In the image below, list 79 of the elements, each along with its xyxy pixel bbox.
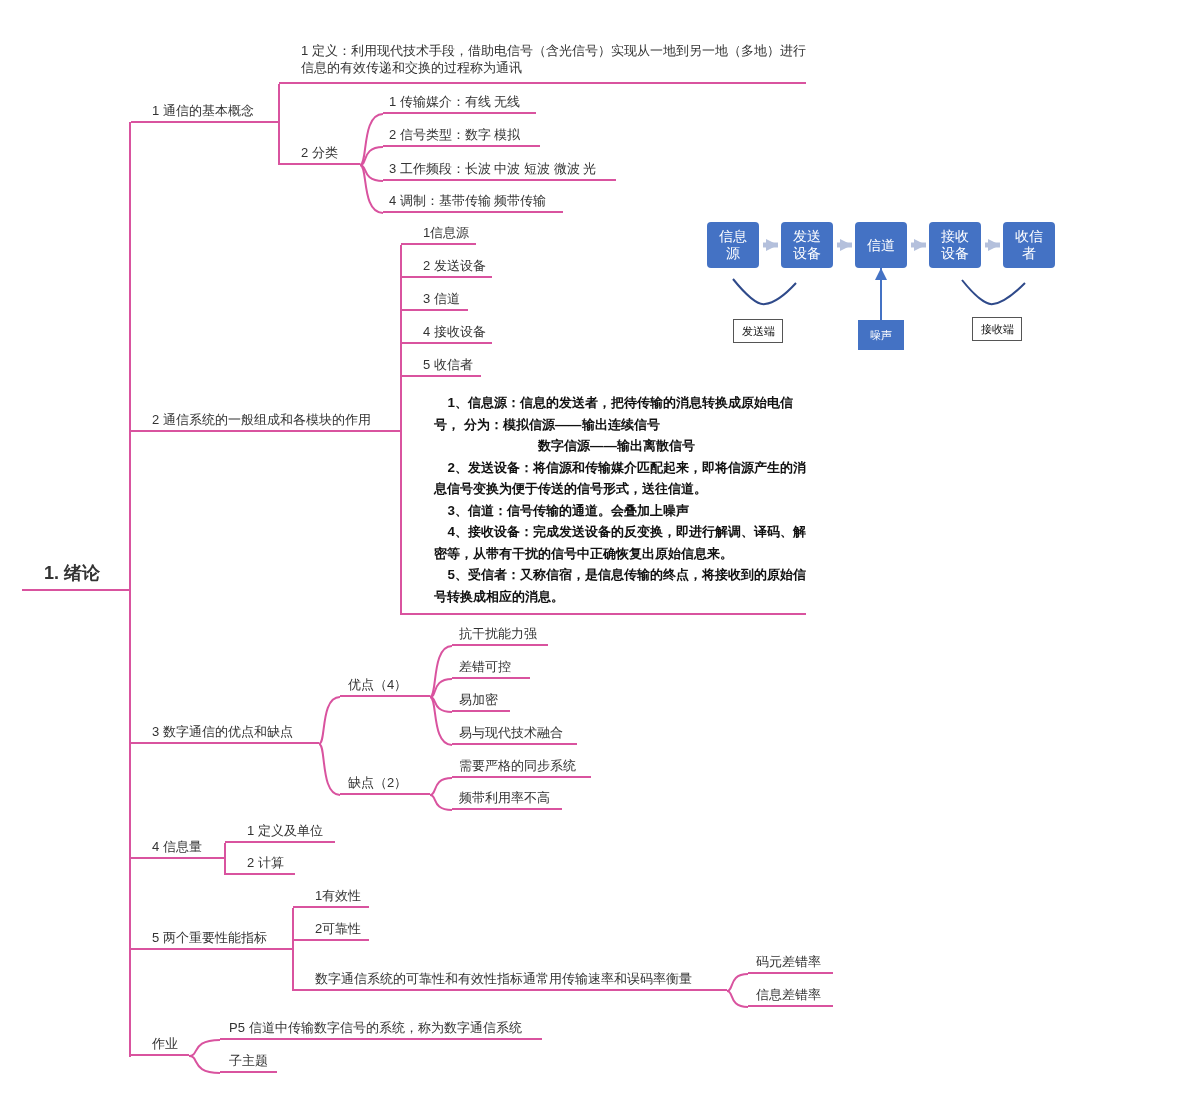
topic-label: 4 调制：基带传输 频带传输 bbox=[383, 191, 563, 213]
branch-line bbox=[429, 777, 453, 796]
arrow bbox=[911, 239, 926, 251]
branch-line bbox=[224, 842, 226, 860]
branch-line bbox=[429, 696, 453, 746]
branch-line bbox=[726, 990, 749, 1008]
branch-line bbox=[129, 590, 132, 1057]
topic-label: 优点（4） bbox=[340, 675, 430, 697]
branch-line bbox=[188, 1039, 221, 1057]
topic-label: 3 工作频段：长波 中波 短波 微波 光 bbox=[383, 159, 616, 181]
branch-line bbox=[359, 113, 384, 166]
topic-label: 频带利用率不高 bbox=[452, 788, 562, 810]
branch-line bbox=[318, 743, 341, 796]
branch-line bbox=[292, 949, 294, 992]
topic-label: 3 数字通信的优点和缺点 bbox=[131, 722, 319, 744]
caption-box: 接收端 bbox=[972, 317, 1022, 341]
topic-label: 3 信道 bbox=[401, 289, 468, 311]
topic-label: 易加密 bbox=[452, 690, 510, 712]
process-box: 收信者 bbox=[1003, 222, 1055, 268]
paragraph: 4、接收设备：完成发送设备的反变换，即进行解调、译码、解密等，从带有干扰的信号中正确恢复出原始信息来。 bbox=[434, 523, 806, 563]
process-box: 发送设备 bbox=[781, 222, 833, 268]
process-box: 信息源 bbox=[707, 222, 759, 268]
paragraph: 3、信道：信号传输的通道。会叠加上噪声 bbox=[446, 501, 690, 520]
branch-line bbox=[224, 858, 226, 876]
branch-line bbox=[429, 696, 453, 713]
branch-line bbox=[429, 678, 453, 698]
arrow bbox=[837, 239, 852, 251]
topic-label: 1 定义及单位 bbox=[225, 821, 335, 843]
topic-label: 2 通信系统的一般组成和各模块的作用 bbox=[131, 410, 401, 432]
topic-label: 1有效性 bbox=[293, 886, 369, 908]
topic-label: 2 分类 bbox=[279, 143, 360, 165]
paragraph: 2、发送设备：将信源和传输媒介匹配起来，即将信源产生的消息信号变换为便于传送的信号形式，送往信道。 bbox=[434, 458, 806, 498]
topic-label: 易与现代技术融合 bbox=[452, 723, 577, 745]
branch-line bbox=[359, 146, 384, 166]
caption-box: 发送端 bbox=[733, 319, 783, 343]
topic-label: 信息差错率 bbox=[748, 985, 833, 1007]
topic-label: 缺点（2） bbox=[340, 773, 430, 795]
arrow bbox=[763, 239, 778, 251]
topic-label: 差错可控 bbox=[452, 657, 530, 679]
arrow bbox=[875, 267, 887, 321]
topic-label: 1 传输媒介：有线 无线 bbox=[383, 92, 536, 114]
branch-line bbox=[278, 83, 280, 124]
topic-label: 2 信号类型：数字 模拟 bbox=[383, 125, 540, 147]
topic-label: 5 两个重要性能指标 bbox=[131, 928, 293, 950]
paragraph: 数字信源——输出离散信号 bbox=[537, 437, 696, 455]
topic-label: 4 信息量 bbox=[131, 837, 225, 859]
branch-line bbox=[400, 431, 402, 616]
branch-line bbox=[400, 376, 402, 433]
topic-label: 1 通信的基本概念 bbox=[131, 101, 279, 123]
topic-label: 数字通信系统的可靠性和有效性指标通常用传输速率和误码率衡量 bbox=[293, 969, 727, 991]
topic-label: 码元差错率 bbox=[748, 952, 833, 974]
branch-line bbox=[278, 122, 280, 166]
branch-line bbox=[292, 940, 294, 951]
topic-label: 2 计算 bbox=[225, 853, 295, 875]
topic-label: 4 接收设备 bbox=[401, 322, 492, 344]
paragraph: 5、受信者：又称信宿，是信息传输的终点，将接收到的原始信号转换成相应的消息。 bbox=[434, 566, 806, 606]
topic-label: 作业 bbox=[131, 1034, 189, 1056]
branch-line bbox=[129, 431, 132, 592]
arrow bbox=[985, 239, 1000, 251]
topic-label: 子主题 bbox=[220, 1051, 277, 1073]
topic-label: 2可靠性 bbox=[293, 919, 369, 941]
topic-label: P5 信道中传输数字信号的系统，称为数字通信系统 bbox=[220, 1018, 542, 1040]
paragraph: 1、信息源：信息的发送者，把待传输的消息转换成原始电信号， 分为：模拟信源——输出连续信号 bbox=[434, 394, 794, 434]
topic-label: 1 定义：利用现代技术手段，借助电信号（含光信号）实现从一地到另一地（多地）进行信息的有效传递和交换的过程称为通讯 bbox=[279, 42, 806, 84]
topic-label: 需要严格的同步系统 bbox=[452, 756, 591, 778]
central-topic: 1. 绪论 bbox=[22, 559, 130, 591]
topic-label: 抗干扰能力强 bbox=[452, 624, 548, 646]
branch-line bbox=[429, 794, 453, 811]
process-box: 信道 bbox=[855, 222, 907, 268]
topic-label: 2 发送设备 bbox=[401, 256, 492, 278]
noise-box: 噪声 bbox=[858, 320, 904, 350]
process-box: 接收设备 bbox=[929, 222, 981, 268]
topic-label: 1信息源 bbox=[401, 223, 476, 245]
branch-line bbox=[429, 645, 453, 698]
branch-line bbox=[726, 973, 749, 992]
branch-line bbox=[318, 696, 341, 745]
branch-line bbox=[359, 164, 384, 214]
topic-label: 5 收信者 bbox=[401, 355, 481, 377]
branch-line bbox=[188, 1055, 221, 1074]
